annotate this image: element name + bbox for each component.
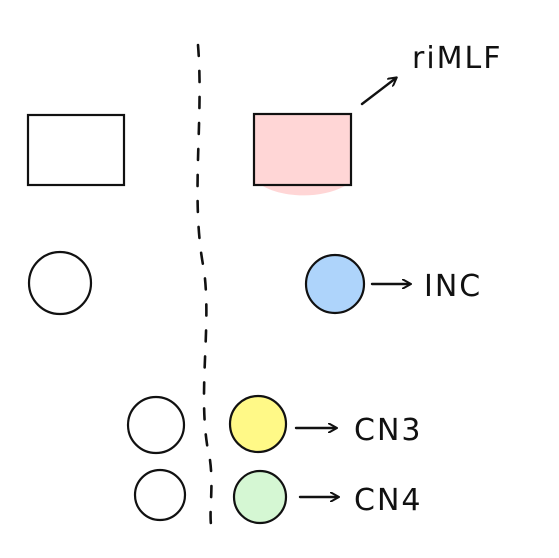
inc-circle xyxy=(304,253,366,315)
cn3-label: CN3 xyxy=(354,413,422,448)
rimlf-label: riMLF xyxy=(412,41,503,76)
cn4-circle xyxy=(232,469,288,525)
left-rectangle xyxy=(26,113,126,187)
rimlf-arrow xyxy=(360,78,396,106)
left-circle-middle xyxy=(27,250,93,316)
left-circle-cn3-level xyxy=(126,395,186,455)
cn3-circle xyxy=(228,394,288,454)
rimlf-rectangle xyxy=(252,112,353,187)
inc-label: INC xyxy=(424,269,482,304)
cn4-label: CN4 xyxy=(354,483,422,518)
midline-dashed-line xyxy=(196,43,214,532)
left-circle-cn4-level xyxy=(133,468,187,522)
